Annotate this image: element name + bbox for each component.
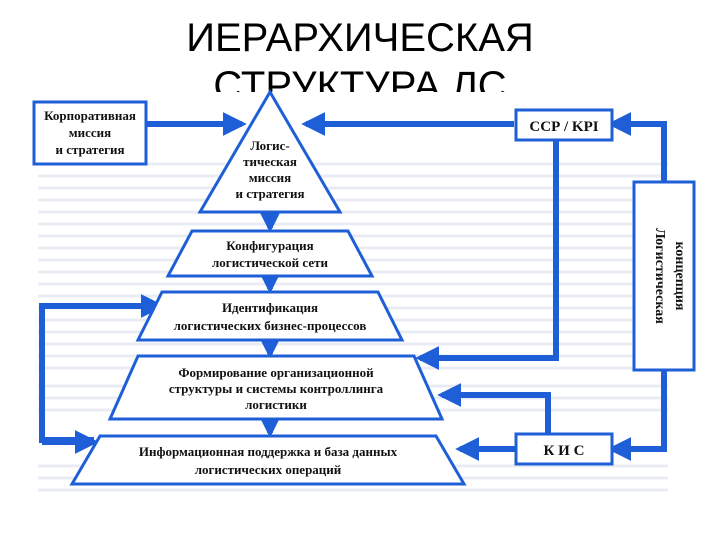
slide-title: ИЕРАРХИЧЕСКАЯ СТРУКТУРА ЛС [0,14,720,92]
level1-line-2: тическая [243,154,297,169]
concept-line-1: Логистическая [652,228,667,324]
pyramid-level-4: Формирование организационной структуры и… [107,354,445,421]
arrow-concept-to-ssp [607,112,667,183]
level4-line-3: логистики [245,397,307,412]
arrow-kis-to-level4 [437,383,551,434]
mission-line-3: и стратегия [55,142,124,157]
ssp-kpi-label: ССР / KPI [529,119,598,135]
hierarchy-diagram: Корпоративная миссия и стратегия ССР / K… [28,86,708,506]
pyramid-level-1: Логис- тическая миссия и стратегия [197,89,343,214]
level4-line-2: структуры и системы контроллинга [169,381,384,396]
kis-label: К И С [544,443,585,459]
level2-line-2: логистической сети [212,255,329,270]
arrow-ssp-to-level4 [415,139,559,370]
level5-line-1: Информационная поддержка и база данных [139,444,398,459]
box-corporate-mission: Корпоративная миссия и стратегия [32,100,148,166]
mission-line-2: миссия [69,125,111,140]
box-ssp-kpi: ССР / KPI [514,108,614,142]
level1-line-4: и стратегия [235,186,304,201]
level5-line-2: логистических операций [195,462,342,477]
level4-line-1: Формирование организационной [178,365,374,380]
title-line-2: СТРУКТУРА ЛС [213,64,507,92]
diagram-canvas: Корпоративная миссия и стратегия ССР / K… [32,89,696,492]
level2-line-1: Конфигурация [226,238,313,253]
level3-line-2: логистических бизнес-процессов [174,318,367,333]
concept-line-2: концепция [672,241,687,310]
title-line-1: ИЕРАРХИЧЕСКАЯ [186,16,534,60]
connectors [39,112,667,461]
pyramid-level-2: Конфигурация логистической сети [165,229,375,278]
level3-line-1: Идентификация [222,300,318,315]
level1-line-1: Логис- [250,138,289,153]
pyramid-level-3: Идентификация логистических бизнес-проце… [135,290,405,342]
arrow-concept-to-kis [607,370,667,461]
box-kis: К И С [514,432,614,466]
box-logistic-concept: Логистическая концепция [632,180,696,372]
mission-line-1: Корпоративная [44,108,136,123]
pyramid-level-5: Информационная поддержка и база данных л… [69,434,467,486]
level1-line-3: миссия [249,170,291,185]
